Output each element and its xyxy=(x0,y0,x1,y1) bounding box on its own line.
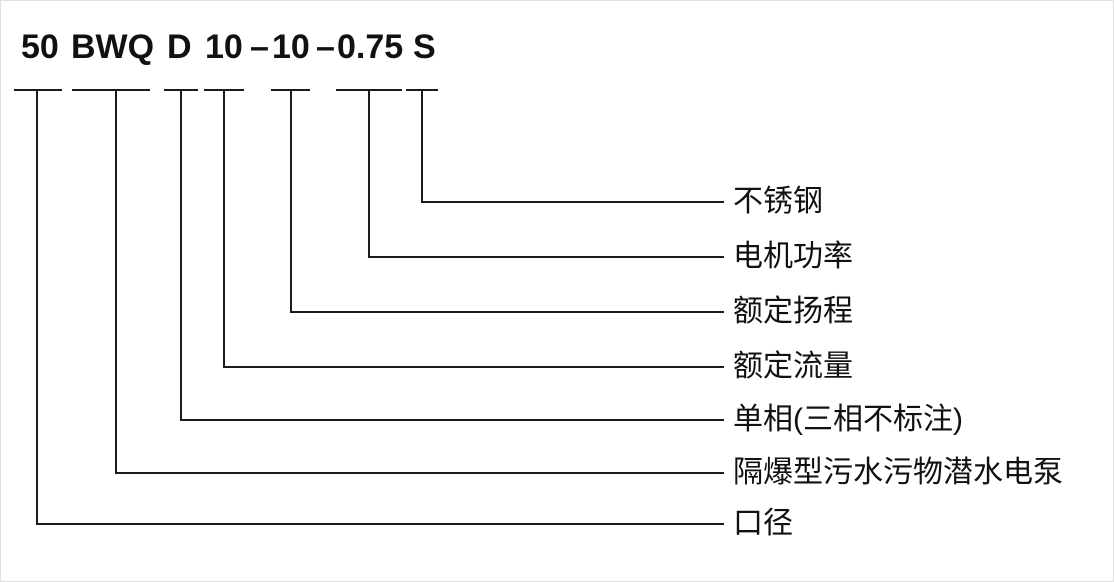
legend-label-stainless-steel: 不锈钢 xyxy=(733,185,823,218)
legend-label-rated-flow: 额定流量 xyxy=(733,350,853,383)
connector-head xyxy=(290,89,724,313)
legend-label-pump-type: 隔爆型污水污物潜水电泵 xyxy=(733,456,1063,489)
legend-label-motor-power: 电机功率 xyxy=(733,240,853,273)
model-segment-dash-2: – xyxy=(316,28,335,66)
connector-power xyxy=(368,89,724,258)
model-segment-phase-d: D xyxy=(167,28,192,66)
legend-label-rated-head: 额定扬程 xyxy=(733,295,853,328)
model-code: 50 BWQ D 10 – 10 – 0.75 S xyxy=(1,27,1113,67)
model-segment-type-bwq: BWQ xyxy=(71,28,155,66)
connector-diameter xyxy=(36,89,724,525)
model-segment-material-s: S xyxy=(413,28,436,66)
model-segment-head: 10 xyxy=(272,28,310,66)
legend-label-diameter: 口径 xyxy=(733,507,793,540)
legend-label-single-phase: 单相(三相不标注) xyxy=(733,403,963,436)
connector-material-s xyxy=(421,89,724,203)
connector-type-bwq xyxy=(115,89,724,474)
model-segment-flow: 10 xyxy=(205,28,243,66)
model-segment-dash-1: – xyxy=(250,28,269,66)
connector-flow xyxy=(223,89,724,368)
connector-phase xyxy=(180,89,724,421)
model-segment-power: 0.75 xyxy=(337,28,404,66)
model-segment-diameter: 50 xyxy=(21,28,59,66)
